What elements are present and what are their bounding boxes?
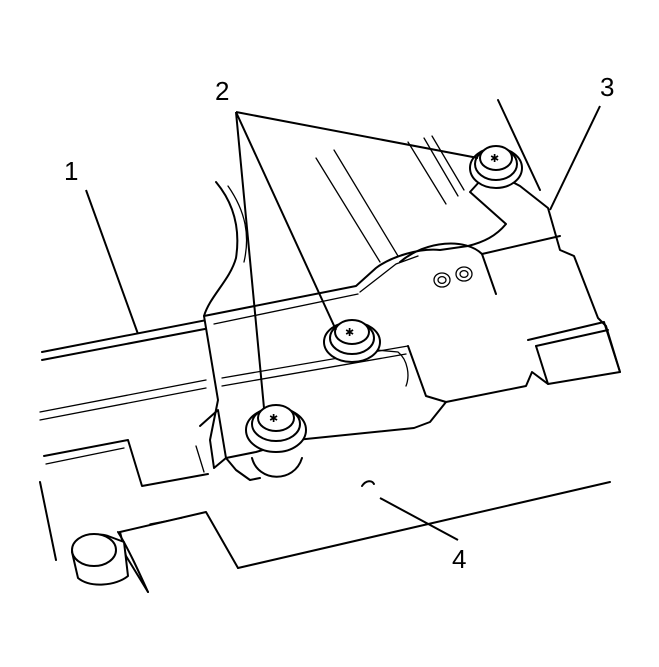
bracket-plate [195,169,621,481]
lower-panel [117,480,611,593]
bolt-upper: ✱ [469,145,523,189]
svg-text:✱: ✱ [269,412,278,425]
callout-2: 2 [215,76,229,106]
callout-1: 1 [64,156,78,186]
bolt-middle: ✱ [323,319,381,363]
svg-text:✱: ✱ [490,152,499,165]
svg-text:✱: ✱ [345,326,354,339]
bolt-lower: ✱ [245,404,307,478]
body-panel [203,99,541,317]
leader-lines [85,105,601,541]
callout-3: 3 [600,72,614,102]
pin-stub [71,533,129,586]
callout-4: 4 [452,544,466,574]
plate-holes [433,266,473,288]
